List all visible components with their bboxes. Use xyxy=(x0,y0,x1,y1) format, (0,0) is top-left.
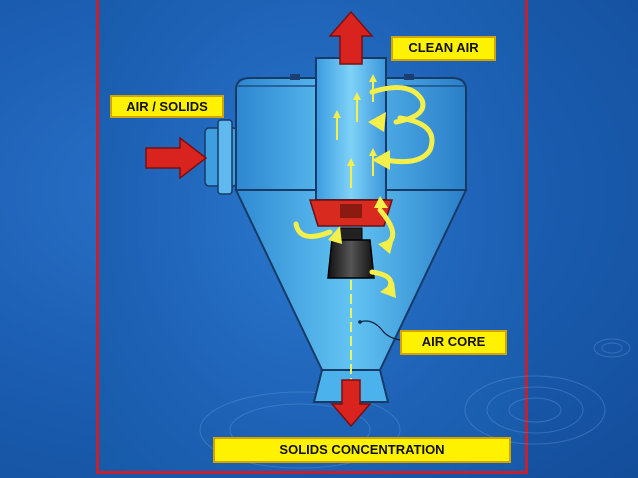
solids-concentration-label: SOLIDS CONCENTRATION xyxy=(213,437,511,463)
air-core-label: AIR CORE xyxy=(400,330,507,355)
outlet-arrow-icon xyxy=(328,10,374,65)
apex-plug xyxy=(327,227,375,279)
clean-air-label: CLEAN AIR xyxy=(391,36,496,61)
inlet-pipe xyxy=(204,119,238,195)
air-solids-label: AIR / SOLIDS xyxy=(110,95,224,118)
discharge-arrow-icon xyxy=(330,379,372,428)
inlet-arrow-icon xyxy=(145,136,208,180)
upward-flow-arrows xyxy=(333,74,377,188)
